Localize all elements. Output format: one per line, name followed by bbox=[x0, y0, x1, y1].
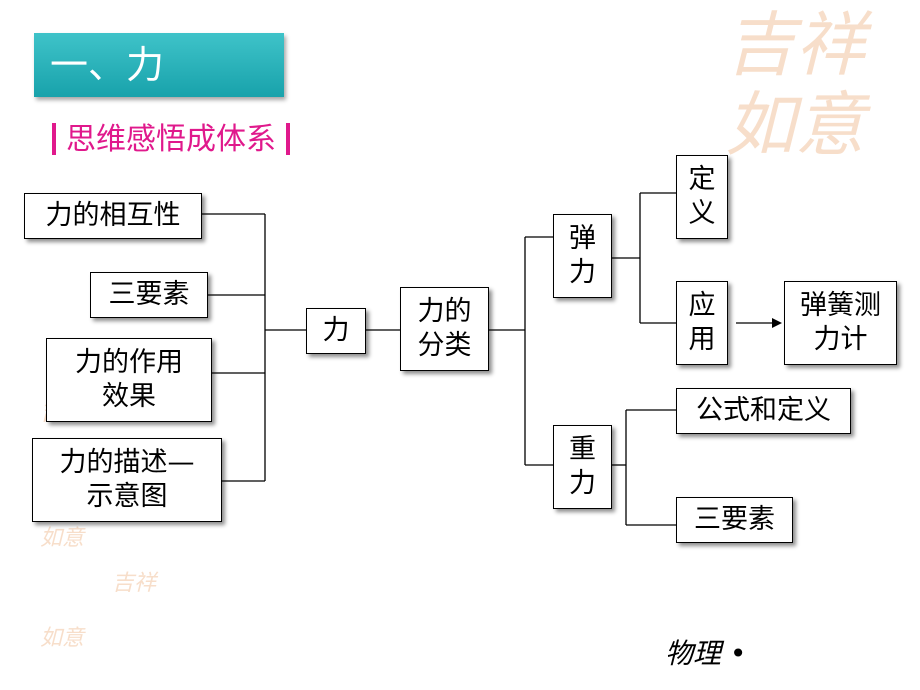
node-force-diagram-label: 力的描述— 示意图 bbox=[59, 447, 195, 512]
subtitle-left-bar bbox=[52, 122, 56, 155]
node-formula-definition-label: 公式和定义 bbox=[696, 395, 831, 427]
node-three-elements-left: 三要素 bbox=[90, 272, 208, 318]
node-mutual-force: 力的相互性 bbox=[24, 193, 202, 239]
watermark-seal-large: 吉祥如意 bbox=[725, 4, 865, 166]
node-mutual-force-label: 力的相互性 bbox=[45, 200, 181, 232]
node-force: 力 bbox=[306, 308, 366, 354]
node-three-elements-right-label: 三要素 bbox=[694, 504, 775, 536]
node-elastic-force: 弹 力 bbox=[553, 214, 612, 298]
node-elastic-force-label: 弹 力 bbox=[569, 223, 596, 288]
subtitle-right-bar bbox=[286, 122, 290, 155]
node-definition: 定 义 bbox=[676, 155, 728, 239]
node-gravity-label: 重 力 bbox=[569, 434, 596, 499]
watermark-seal-small-4: 如意 bbox=[40, 626, 85, 651]
node-force-effect: 力的作用 效果 bbox=[46, 338, 212, 422]
node-application: 应 用 bbox=[676, 281, 728, 365]
node-application-label: 应 用 bbox=[688, 290, 716, 355]
section-title-banner: 一、力 bbox=[34, 33, 284, 97]
watermark-seal-small-3: 吉祥 bbox=[112, 571, 157, 596]
node-force-label: 力 bbox=[322, 315, 350, 347]
node-three-elements-right: 三要素 bbox=[676, 497, 793, 543]
node-spring-scale: 弹簧测 力计 bbox=[784, 281, 897, 365]
footer-subject: 物理 • bbox=[665, 637, 747, 670]
watermark-seal-small-2: 如意 bbox=[40, 526, 85, 551]
node-classification-label: 力的 分类 bbox=[417, 296, 472, 361]
node-formula-definition: 公式和定义 bbox=[676, 388, 851, 434]
node-definition-label: 定 义 bbox=[688, 164, 716, 229]
node-three-elements-left-label: 三要素 bbox=[108, 279, 190, 311]
section-title: 一、力 bbox=[50, 43, 165, 87]
node-spring-scale-label: 弹簧测 力计 bbox=[800, 290, 881, 355]
subtitle: 思维感悟成体系 bbox=[52, 120, 290, 160]
node-classification: 力的 分类 bbox=[400, 287, 489, 371]
subtitle-text: 思维感悟成体系 bbox=[66, 122, 276, 157]
node-force-diagram: 力的描述— 示意图 bbox=[32, 438, 222, 522]
node-force-effect-label: 力的作用 效果 bbox=[75, 347, 183, 412]
node-gravity: 重 力 bbox=[553, 425, 612, 509]
